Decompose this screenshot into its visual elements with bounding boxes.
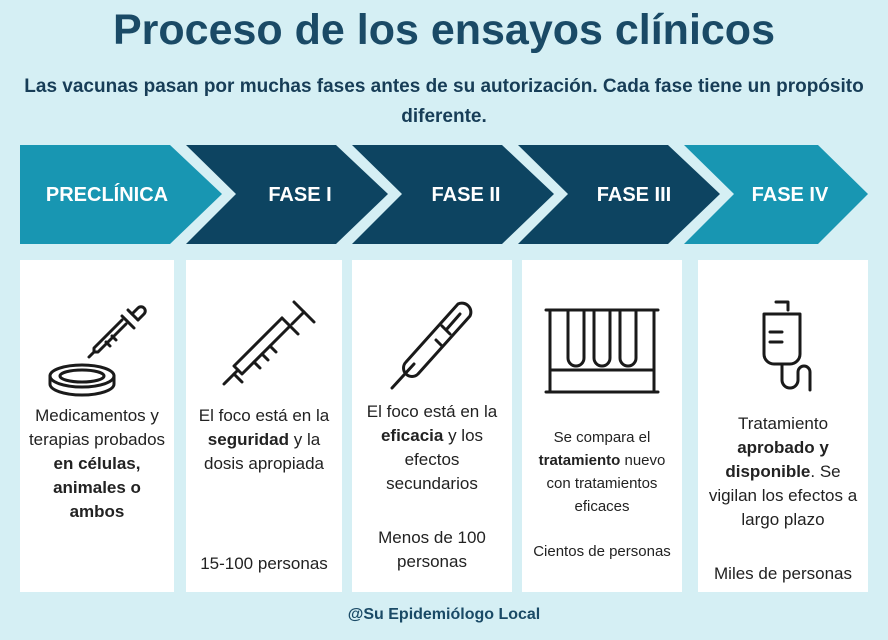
phase-arrow-fase-4 bbox=[684, 145, 868, 244]
phase-card-fase-3: Se compara el tratamiento nuevo con trat… bbox=[522, 260, 682, 592]
phase-label-fase-2: FASE II bbox=[431, 184, 501, 206]
phase-arrow-band bbox=[20, 145, 868, 244]
phase-card-fase-4: Tratamiento aprobado y disponible. Se vi… bbox=[698, 260, 868, 592]
phase-card-fase-1: El foco está en la seguridad y la dosis … bbox=[186, 260, 342, 592]
phase-arrow-fase-2 bbox=[352, 145, 554, 244]
desc-text: y los efectos secundarios bbox=[386, 426, 484, 493]
phase-desc-fase-2: El foco está en la eficacia y los efecto… bbox=[358, 400, 506, 496]
desc-bold-text: seguridad bbox=[207, 430, 290, 449]
phase-arrow-fase-1 bbox=[186, 145, 388, 244]
desc-text: nuevo con tratamientos eficaces bbox=[546, 452, 666, 515]
page-subtitle: Las vacunas pasan por muchas fases antes… bbox=[24, 76, 864, 127]
petri-dish-dropper-icon bbox=[48, 305, 147, 397]
phase-count-fase-1: 15-100 personas bbox=[200, 554, 328, 573]
desc-bold-text: eficacia bbox=[380, 426, 444, 445]
syringe-icon bbox=[222, 300, 316, 386]
desc-bold-text: en células, animales o ambos bbox=[53, 454, 141, 521]
footer-credit: @Su Epidemiólogo Local bbox=[347, 606, 541, 623]
phase-label-preclinica: PRECLÍNICA bbox=[45, 184, 169, 206]
desc-text: y la dosis apropiada bbox=[203, 430, 325, 473]
phase-label-fase-3: FASE III bbox=[596, 184, 672, 206]
desc-text: El foco está en la bbox=[366, 402, 498, 421]
desc-text: . Se vigilan los efectos a largo plazo bbox=[708, 462, 858, 529]
phase-card-preclinica: Medicamentos y terapias probados en célu… bbox=[20, 260, 174, 592]
desc-text: Medicamentos y terapias probados bbox=[28, 406, 166, 449]
phase-count-fase-2: Menos de 100 personas bbox=[378, 528, 486, 571]
phase-label-fase-4: FASE IV bbox=[751, 184, 829, 206]
desc-text: El foco está en la bbox=[198, 406, 330, 425]
desc-bold-text: tratamiento bbox=[538, 452, 621, 469]
phase-count-fase-3: Cientos de personas bbox=[533, 543, 671, 560]
phase-card-fase-2: El foco está en la eficacia y los efecto… bbox=[352, 260, 512, 592]
desc-bold-text: aprobado y disponible bbox=[725, 438, 829, 481]
phase-label-fase-1: FASE I bbox=[268, 184, 332, 206]
test-tubes-icon bbox=[544, 308, 660, 394]
iv-bag-icon bbox=[762, 300, 812, 392]
phase-desc-fase-3: Se compara el tratamiento nuevo con trat… bbox=[528, 426, 676, 518]
phase-desc-preclinica: Medicamentos y terapias probados en célu… bbox=[26, 404, 168, 524]
phase-count-fase-4: Miles de personas bbox=[714, 564, 852, 583]
phase-arrow-fase-3 bbox=[518, 145, 720, 244]
page-title: Proceso de los ensayos clínicos bbox=[112, 6, 775, 54]
desc-text: Tratamiento bbox=[737, 414, 829, 433]
phase-arrow-preclinica bbox=[20, 145, 222, 244]
phase-desc-fase-4: Tratamiento aprobado y disponible. Se vi… bbox=[704, 412, 862, 532]
desc-text: Se compara el bbox=[553, 429, 651, 446]
phase-desc-fase-1: El foco está en la seguridad y la dosis … bbox=[192, 404, 336, 476]
thermometer-icon bbox=[390, 301, 473, 390]
